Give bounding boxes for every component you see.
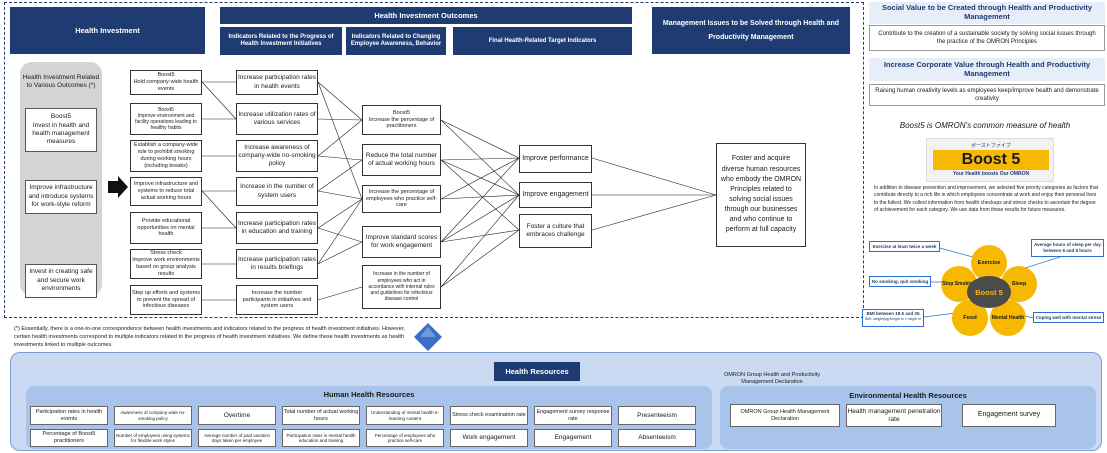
footnote: (*) Essentially, there is a one-to-one c… [14, 326, 405, 348]
investment-working-hours: Improve infrastructure and systems to re… [130, 177, 202, 206]
callout-smoking: No smoking, quit smoking [869, 276, 931, 287]
progress-education-training: Increase participation rates in educatio… [236, 212, 318, 244]
human-health-resources-title: Human Health Resources [323, 390, 415, 399]
corporate-value-title: Increase Corporate Value through Health … [869, 58, 1105, 81]
boost5-heading: Boost5 is OMRON's common measure of heal… [899, 121, 1071, 130]
env-resource-declaration: OMRON Group Health Management Declaratio… [730, 404, 840, 427]
boost5-logo-text: Boost 5 [933, 150, 1049, 170]
progress-health-events: Increase participation rates in health e… [236, 70, 318, 95]
investment-infectious-disease: Step up efforts and systems to prevent t… [130, 285, 202, 315]
boost5-center: Boost 5 [967, 276, 1011, 308]
progress-system-users: Increase in the number of system users [236, 177, 318, 206]
awareness-engagement-scores: Improve standard scores for work engagem… [362, 226, 441, 258]
left-panel-title: Health Investment Related to Various Out… [22, 74, 100, 90]
awareness-self-care: Increase the percentage of employees who… [362, 185, 441, 213]
main-diagram-frame [4, 2, 864, 318]
callout-exercise: Exercise at least twice a week [869, 241, 940, 252]
awareness-infection-rules: Increase in the number of employees who … [362, 265, 441, 309]
boost5-logo-sub: Your Health boosts Our OMRON [952, 171, 1030, 177]
env-resource-penetration-rate: Health management penetration rate [846, 404, 942, 427]
social-value-text: Contribute to the creation of a sustaina… [869, 25, 1105, 51]
progress-results-briefings: Increase participation rates in results … [236, 249, 318, 279]
investment-no-smoking-rule: Establish a company-wide rule to prohibi… [130, 140, 202, 172]
petal-exercise: Exercise [971, 245, 1007, 281]
awareness-working-hours: Reduce the total number of actual workin… [362, 144, 441, 176]
human-resource-item: Engagement survey response rate [534, 406, 612, 425]
callout-bmi-formula: BMI: weight(kg)/height m × height m [864, 316, 922, 321]
header-health-investment: Health Investment [10, 7, 205, 54]
boost5-description: In addition to disease prevention and im… [874, 185, 1099, 213]
final-challenge-culture: Foster a culture that embraces challenge [519, 214, 592, 248]
callout-bmi-main: BMI between 18.5 and 25 [866, 311, 920, 316]
up-down-arrow-icon [414, 323, 442, 351]
human-resource-item: Awareness of company-wide no-smoking pol… [114, 406, 192, 425]
header-management-issues: Management Issues to be Solved through H… [652, 7, 850, 54]
human-resource-item: Overtime [198, 406, 276, 425]
progress-service-utilization: Increase utilization rates of various se… [236, 103, 318, 135]
header-awareness-indicators: Indicators Related to Changing Employee … [346, 27, 446, 55]
human-resource-item: Understanding of mental health e-learnin… [366, 406, 444, 425]
management-issue-box: Foster and acquire diverse human resourc… [716, 143, 806, 247]
investment-stress-check: Stress check Improve work environments b… [130, 249, 202, 279]
human-resource-item: Total number of actual working hours [282, 406, 360, 425]
investment-mental-health-education: Provide educational opportunities on men… [130, 212, 202, 244]
investment-healthy-habits: Boost5 Improve environment and facility … [130, 103, 202, 135]
callout-bmi: BMI between 18.5 and 25 BMI: weight(kg)/… [862, 309, 924, 327]
callout-mental: Coping well with mental stress [1033, 312, 1104, 323]
human-resource-item: Participation rates in mental health edu… [282, 429, 360, 447]
awareness-boost5-practitioners: Boost5 Increase the percentage of practi… [362, 105, 441, 135]
human-resource-item: Participation rates in health events [30, 406, 108, 425]
human-resource-item: Average number of paid vacation days tak… [198, 429, 276, 447]
callout-sleep: Average hours of sleep per day between 6… [1031, 239, 1104, 257]
header-final-indicators: Final Health-Related Target Indicators [453, 27, 632, 55]
header-progress-indicators: Indicators Related to the Progress of He… [220, 27, 342, 55]
human-resource-item: Presenteeism [618, 406, 696, 425]
left-item-workstyle: Improve infrastructure and introduce sys… [25, 180, 97, 214]
human-resource-item: Engagement [534, 429, 612, 447]
human-resource-item: Work engagement [450, 429, 528, 447]
env-resource-engagement-survey: Engagement survey [962, 404, 1056, 427]
header-outcomes: Health Investment Outcomes [220, 7, 632, 24]
final-performance: Improve performance [519, 145, 592, 173]
boost5-logo-jp: ボーストファイブ [971, 143, 1011, 149]
human-resource-item: Percentage of Boost5 practitioners [30, 429, 108, 447]
progress-infection-initiatives: Increase the number participants in init… [236, 285, 318, 315]
human-resource-item: Absenteeism [618, 429, 696, 447]
environmental-health-resources-title: Environmental Health Resources [849, 391, 967, 400]
progress-no-smoking-awareness: Increase awareness of company-wide no-sm… [236, 140, 318, 172]
corporate-value-text: Raising human creativity levels as emplo… [869, 84, 1105, 106]
final-engagement: Improve engagement [519, 182, 592, 208]
human-resource-item: Number of employees using systems for fl… [114, 429, 192, 447]
investment-health-events: Boost5 Hold company-wide health events [130, 70, 202, 95]
environmental-declaration-note: OMRON Group Health and Productivity Mana… [724, 372, 820, 386]
human-resource-item: Percentage of employees who practice sel… [366, 429, 444, 447]
left-investment-panel [20, 62, 102, 296]
boost5-logo: ボーストファイブ Boost 5 Your Health boosts Our … [926, 138, 1054, 182]
left-item-safe-environment: Invest in creating safe and secure work … [25, 264, 97, 298]
petal-food: Food [952, 300, 988, 336]
social-value-title: Social Value to be Created through Healt… [869, 2, 1105, 24]
human-resource-item: Stress check examination rate [450, 406, 528, 425]
health-resources-title: Health Resources [494, 362, 580, 381]
investment-arrow-icon [108, 176, 128, 198]
left-item-boost5: Boost5 Invest in health and health manag… [25, 108, 97, 152]
